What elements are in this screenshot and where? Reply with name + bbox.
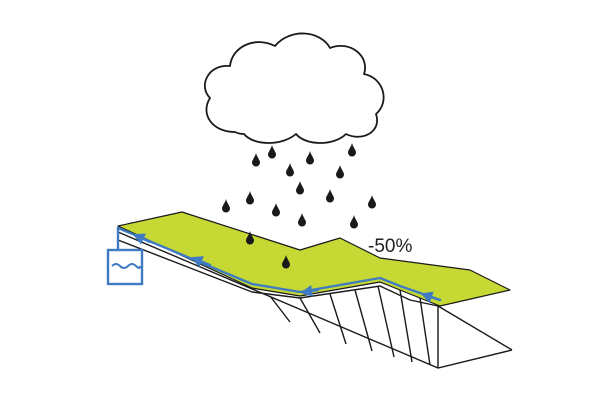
- building-column: [419, 297, 431, 366]
- building-column: [299, 297, 321, 334]
- building-column: [399, 289, 413, 363]
- building-column: [377, 285, 395, 358]
- water-level-wave: [111, 263, 141, 269]
- raindrop-icon: [252, 153, 260, 167]
- raindrop-icon: [286, 163, 294, 177]
- runoff-reduction-label: -50%: [368, 236, 412, 257]
- raindrop-icon: [336, 165, 344, 179]
- flow-arrow-icon: [420, 291, 442, 303]
- roof-underside-edge: [117, 239, 439, 307]
- flow-arrow-icon: [132, 233, 152, 245]
- building-column: [329, 293, 347, 345]
- water-tank-icon: [106, 248, 144, 286]
- raindrop-icon: [368, 195, 376, 209]
- raindrop-icon: [282, 255, 290, 269]
- cloud-icon: [204, 32, 385, 144]
- raindrop-icon: [296, 181, 304, 195]
- building-column: [269, 295, 291, 323]
- flow-arrow-icon: [190, 256, 212, 268]
- flow-edge-line: [116, 226, 442, 302]
- raindrop-icon: [306, 151, 314, 165]
- raindrop-icon: [326, 189, 334, 203]
- raindrop-icon: [348, 143, 356, 157]
- raindrop-icon: [350, 215, 358, 229]
- raindrop-icon: [268, 145, 276, 159]
- raindrop-icon: [246, 231, 254, 245]
- raindrop-icon: [298, 213, 306, 227]
- green-roof-surface: [117, 211, 511, 307]
- building-far-edge: [437, 305, 513, 351]
- rainwater-flow: [116, 226, 442, 303]
- raindrop-icon: [222, 199, 230, 213]
- flow-arrow-icon: [300, 284, 320, 297]
- raindrops: [222, 143, 376, 269]
- raindrop-icon: [246, 191, 254, 205]
- building-column: [354, 289, 373, 352]
- building-structure: [117, 231, 513, 369]
- green-roof: [117, 211, 511, 307]
- raindrop-icon: [272, 203, 280, 217]
